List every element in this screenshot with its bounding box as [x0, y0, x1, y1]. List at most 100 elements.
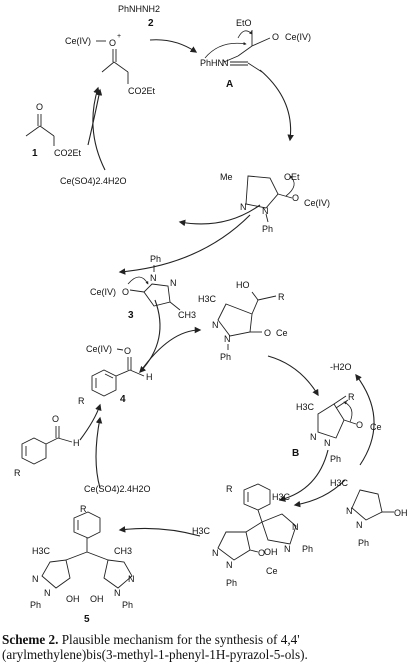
compound-number-1: 1	[32, 148, 38, 159]
enolate-oxygen-label: O	[356, 420, 363, 430]
ring-nitrogen-label: N	[212, 320, 219, 330]
activated-aldehyde-4: Ce(IV) O H R 4	[78, 344, 153, 406]
hydrazone-intermediate-A: EtO O Ce(IV) PhHN N A	[200, 18, 311, 90]
methyl-label: H3C	[32, 546, 51, 556]
hydroxyl-label: OH	[394, 508, 408, 518]
methyl-label: H3C	[296, 402, 315, 412]
phenyl-label: Ph	[330, 454, 341, 464]
r-group-label: R	[226, 484, 233, 494]
knoevenagel-intermediate-B: H3C R N N O Ce Ph B	[292, 392, 382, 464]
ketone-oxygen-label: O	[36, 102, 43, 112]
oxygen-label: O	[272, 32, 279, 42]
ring-nitrogen-label: N	[170, 278, 177, 288]
phenyl-label: Ph	[220, 352, 231, 362]
ring-nitrogen-label: N	[356, 520, 363, 530]
hydroxyl-label: OH	[90, 594, 104, 604]
oxygen-label: O	[122, 287, 129, 297]
r-group-label: R	[348, 392, 355, 402]
cycle-arc-reagent-in	[149, 39, 198, 53]
carbonyl-oxygen-label: O	[124, 346, 131, 356]
ce-iv-label: Ce(IV)	[65, 36, 91, 46]
r-group-label: R	[14, 468, 21, 478]
cycle-arc-to-aldehyde-activation	[139, 299, 161, 373]
cycle-arc-back-to-B	[355, 373, 375, 466]
compound-number-3: 3	[128, 310, 134, 321]
phenyl-label: Ph	[30, 600, 41, 610]
pyrazolidine-intermediate: Me OEt O Ce(IV) N N Ph	[220, 172, 330, 234]
water-loss-label: -H2O	[330, 362, 352, 372]
r-group-label: R	[78, 396, 85, 406]
phenyl-label: Ph	[150, 254, 161, 264]
ring-nitrogen-label: N	[310, 432, 317, 442]
cerium-sulfate-catalyst-label: Ce(SO4)2.4H2O	[84, 484, 151, 494]
ring-nitrogen-label: N	[212, 548, 219, 558]
cerium-label: Ce	[266, 566, 278, 576]
hydroxyl-label: HO	[236, 280, 250, 290]
ring-nitrogen-label: N	[128, 574, 135, 584]
cycle-arc-to-knoevenagel	[139, 326, 202, 373]
enolate-oxygen-label: O	[264, 328, 271, 338]
compound-number-4: 4	[120, 394, 126, 405]
ce-activated-acetoacetate: Ce(IV) O + CO2Et	[65, 33, 156, 96]
enolate-oxygen-label: O	[258, 548, 265, 558]
cycle-arc-to-michael	[278, 449, 329, 502]
aldehyde-h-label: H	[146, 372, 153, 382]
alkoxide-oxygen-label: O	[292, 193, 299, 203]
ce-iv-label: Ce(IV)	[86, 344, 112, 354]
ethyl-acetoacetate-1: O CO2Et 1	[25, 102, 82, 159]
r-group-label: R	[80, 504, 87, 514]
caption-text-1: Plausible mechanism for the synthesis of…	[61, 632, 300, 647]
methyl-label: H3C	[330, 478, 349, 488]
phenyl-label: Ph	[302, 544, 313, 554]
cerium-sulfate-catalyst-label: Ce(SO4)2.4H2O	[60, 176, 127, 186]
methyl-label: H3C	[198, 294, 217, 304]
cycle-arc-release	[118, 214, 251, 275]
phenyl-label: Ph	[358, 538, 369, 548]
bis-pyrazolol-product-5: R H3C CH3 N N N N OH OH Ph Ph 5	[30, 504, 135, 625]
cycle-arc-substrate-in	[87, 88, 103, 146]
intermediate-label-B: B	[292, 448, 299, 459]
caption-line-2: (arylmethylene)bis(3-methyl-1-phenyl-1H-…	[2, 647, 308, 662]
cycle-arc-aldehyde-in	[79, 403, 102, 441]
phenyl-label: Ph	[226, 578, 237, 588]
benzaldehyde-substrate: O H R	[14, 414, 80, 478]
caption-line-1: Scheme 2. Plausible mechanism for the sy…	[2, 632, 411, 647]
aldehyde-h-label: H	[73, 438, 80, 448]
compound-number-5: 5	[84, 614, 90, 625]
cerium-label: Ce	[276, 328, 288, 338]
ce-iv-label: Ce(IV)	[304, 198, 330, 208]
scheme-caption: Scheme 2. Plausible mechanism for the sy…	[2, 632, 411, 662]
hydroxyl-label: OH	[264, 547, 278, 557]
cycle-arc-nucleophile-in	[293, 479, 346, 508]
phenyl-label: Ph	[262, 224, 273, 234]
methyl-label: H3C	[272, 492, 291, 502]
cycle-arc-catalyst-to-aldehyde	[95, 416, 103, 489]
ring-nitrogen-label: N	[262, 206, 269, 216]
ester-group-label: CO2Et	[128, 86, 156, 96]
michael-adduct-intermediate: R H3C N N OH Ph H3C N N O Ce Ph	[192, 483, 313, 588]
ring-nitrogen-label: N	[224, 334, 231, 344]
hydrazone-n-label: N	[222, 58, 229, 68]
hydrazone-nh-label: PhHN	[200, 58, 224, 68]
cycle-arc-dehydration	[267, 355, 319, 397]
pyrazolone-3: Ph N N CH3 O Ce(IV) 3	[90, 254, 196, 321]
ring-nitrogen-label: N	[226, 560, 233, 570]
hydroxyl-label: OH	[66, 594, 80, 604]
cycle-arc-to-pyrazolidine	[178, 204, 261, 227]
methyl-label: Me	[220, 172, 233, 182]
oxygen-label: O	[109, 38, 116, 48]
oxonium-charge: +	[117, 33, 121, 40]
ring-nitrogen-label: N	[240, 202, 247, 212]
ring-nitrogen-label: N	[284, 544, 291, 554]
lower-catalytic-cycle: Ph N N CH3 O Ce(IV) 3 HO R H3C N N O	[14, 254, 408, 625]
ring-nitrogen-label: N	[150, 273, 157, 283]
ring-nitrogen-label: N	[44, 588, 51, 598]
cycle-arc-to-catalyst	[92, 86, 106, 171]
compound-number-2: 2	[148, 18, 154, 29]
upper-catalytic-cycle: Ce(IV) O + CO2Et O CO2Et 1 PhNHNH2 2	[25, 4, 330, 275]
ring-nitrogen-label: N	[292, 522, 299, 532]
phenyl-label: Ph	[122, 600, 133, 610]
methyl-label: H3C	[192, 526, 211, 536]
